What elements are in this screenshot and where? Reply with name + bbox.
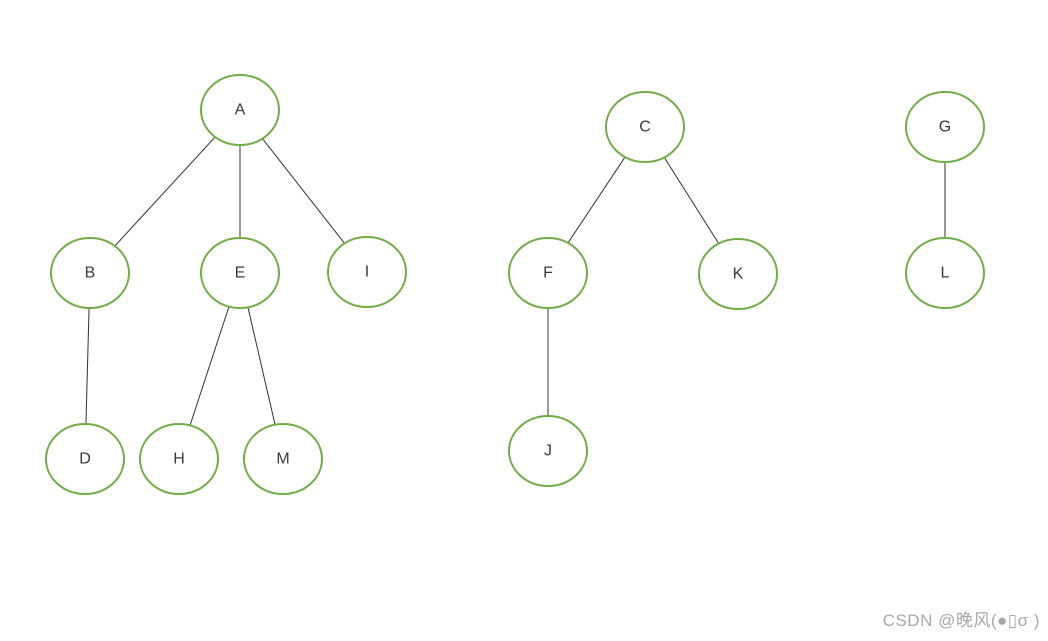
node-G: G bbox=[905, 91, 985, 163]
node-label-F: F bbox=[543, 265, 553, 282]
node-label-M: M bbox=[276, 451, 289, 468]
node-ellipse-E bbox=[200, 237, 280, 309]
node-ellipse-G bbox=[905, 91, 985, 163]
node-J: J bbox=[508, 415, 588, 487]
node-ellipse-I bbox=[327, 236, 407, 308]
node-M: M bbox=[243, 423, 323, 495]
node-L: L bbox=[905, 237, 985, 309]
node-label-L: L bbox=[941, 265, 950, 282]
node-label-K: K bbox=[733, 266, 744, 283]
node-ellipse-J bbox=[508, 415, 588, 487]
node-ellipse-B bbox=[50, 237, 130, 309]
node-ellipse-M bbox=[243, 423, 323, 495]
node-B: B bbox=[50, 237, 130, 309]
node-ellipse-L bbox=[905, 237, 985, 309]
node-label-B: B bbox=[85, 265, 96, 282]
node-label-G: G bbox=[939, 119, 951, 136]
node-label-J: J bbox=[544, 443, 552, 460]
node-label-H: H bbox=[173, 451, 185, 468]
node-ellipse-A bbox=[200, 74, 280, 146]
node-H: H bbox=[139, 423, 219, 495]
node-label-I: I bbox=[365, 264, 369, 281]
node-label-A: A bbox=[235, 102, 246, 119]
node-K: K bbox=[698, 238, 778, 310]
node-label-D: D bbox=[79, 451, 91, 468]
node-E: E bbox=[200, 237, 280, 309]
node-C: C bbox=[605, 91, 685, 163]
node-ellipse-K bbox=[698, 238, 778, 310]
node-A: A bbox=[200, 74, 280, 146]
node-I: I bbox=[327, 236, 407, 308]
node-ellipse-D bbox=[45, 423, 125, 495]
node-label-C: C bbox=[639, 119, 651, 136]
csdn-watermark: CSDN @晚风(●▯σ ) bbox=[882, 611, 1040, 630]
node-ellipse-F bbox=[508, 237, 588, 309]
node-ellipse-H bbox=[139, 423, 219, 495]
node-D: D bbox=[45, 423, 125, 495]
node-ellipse-C bbox=[605, 91, 685, 163]
node-label-E: E bbox=[235, 265, 246, 282]
node-F: F bbox=[508, 237, 588, 309]
